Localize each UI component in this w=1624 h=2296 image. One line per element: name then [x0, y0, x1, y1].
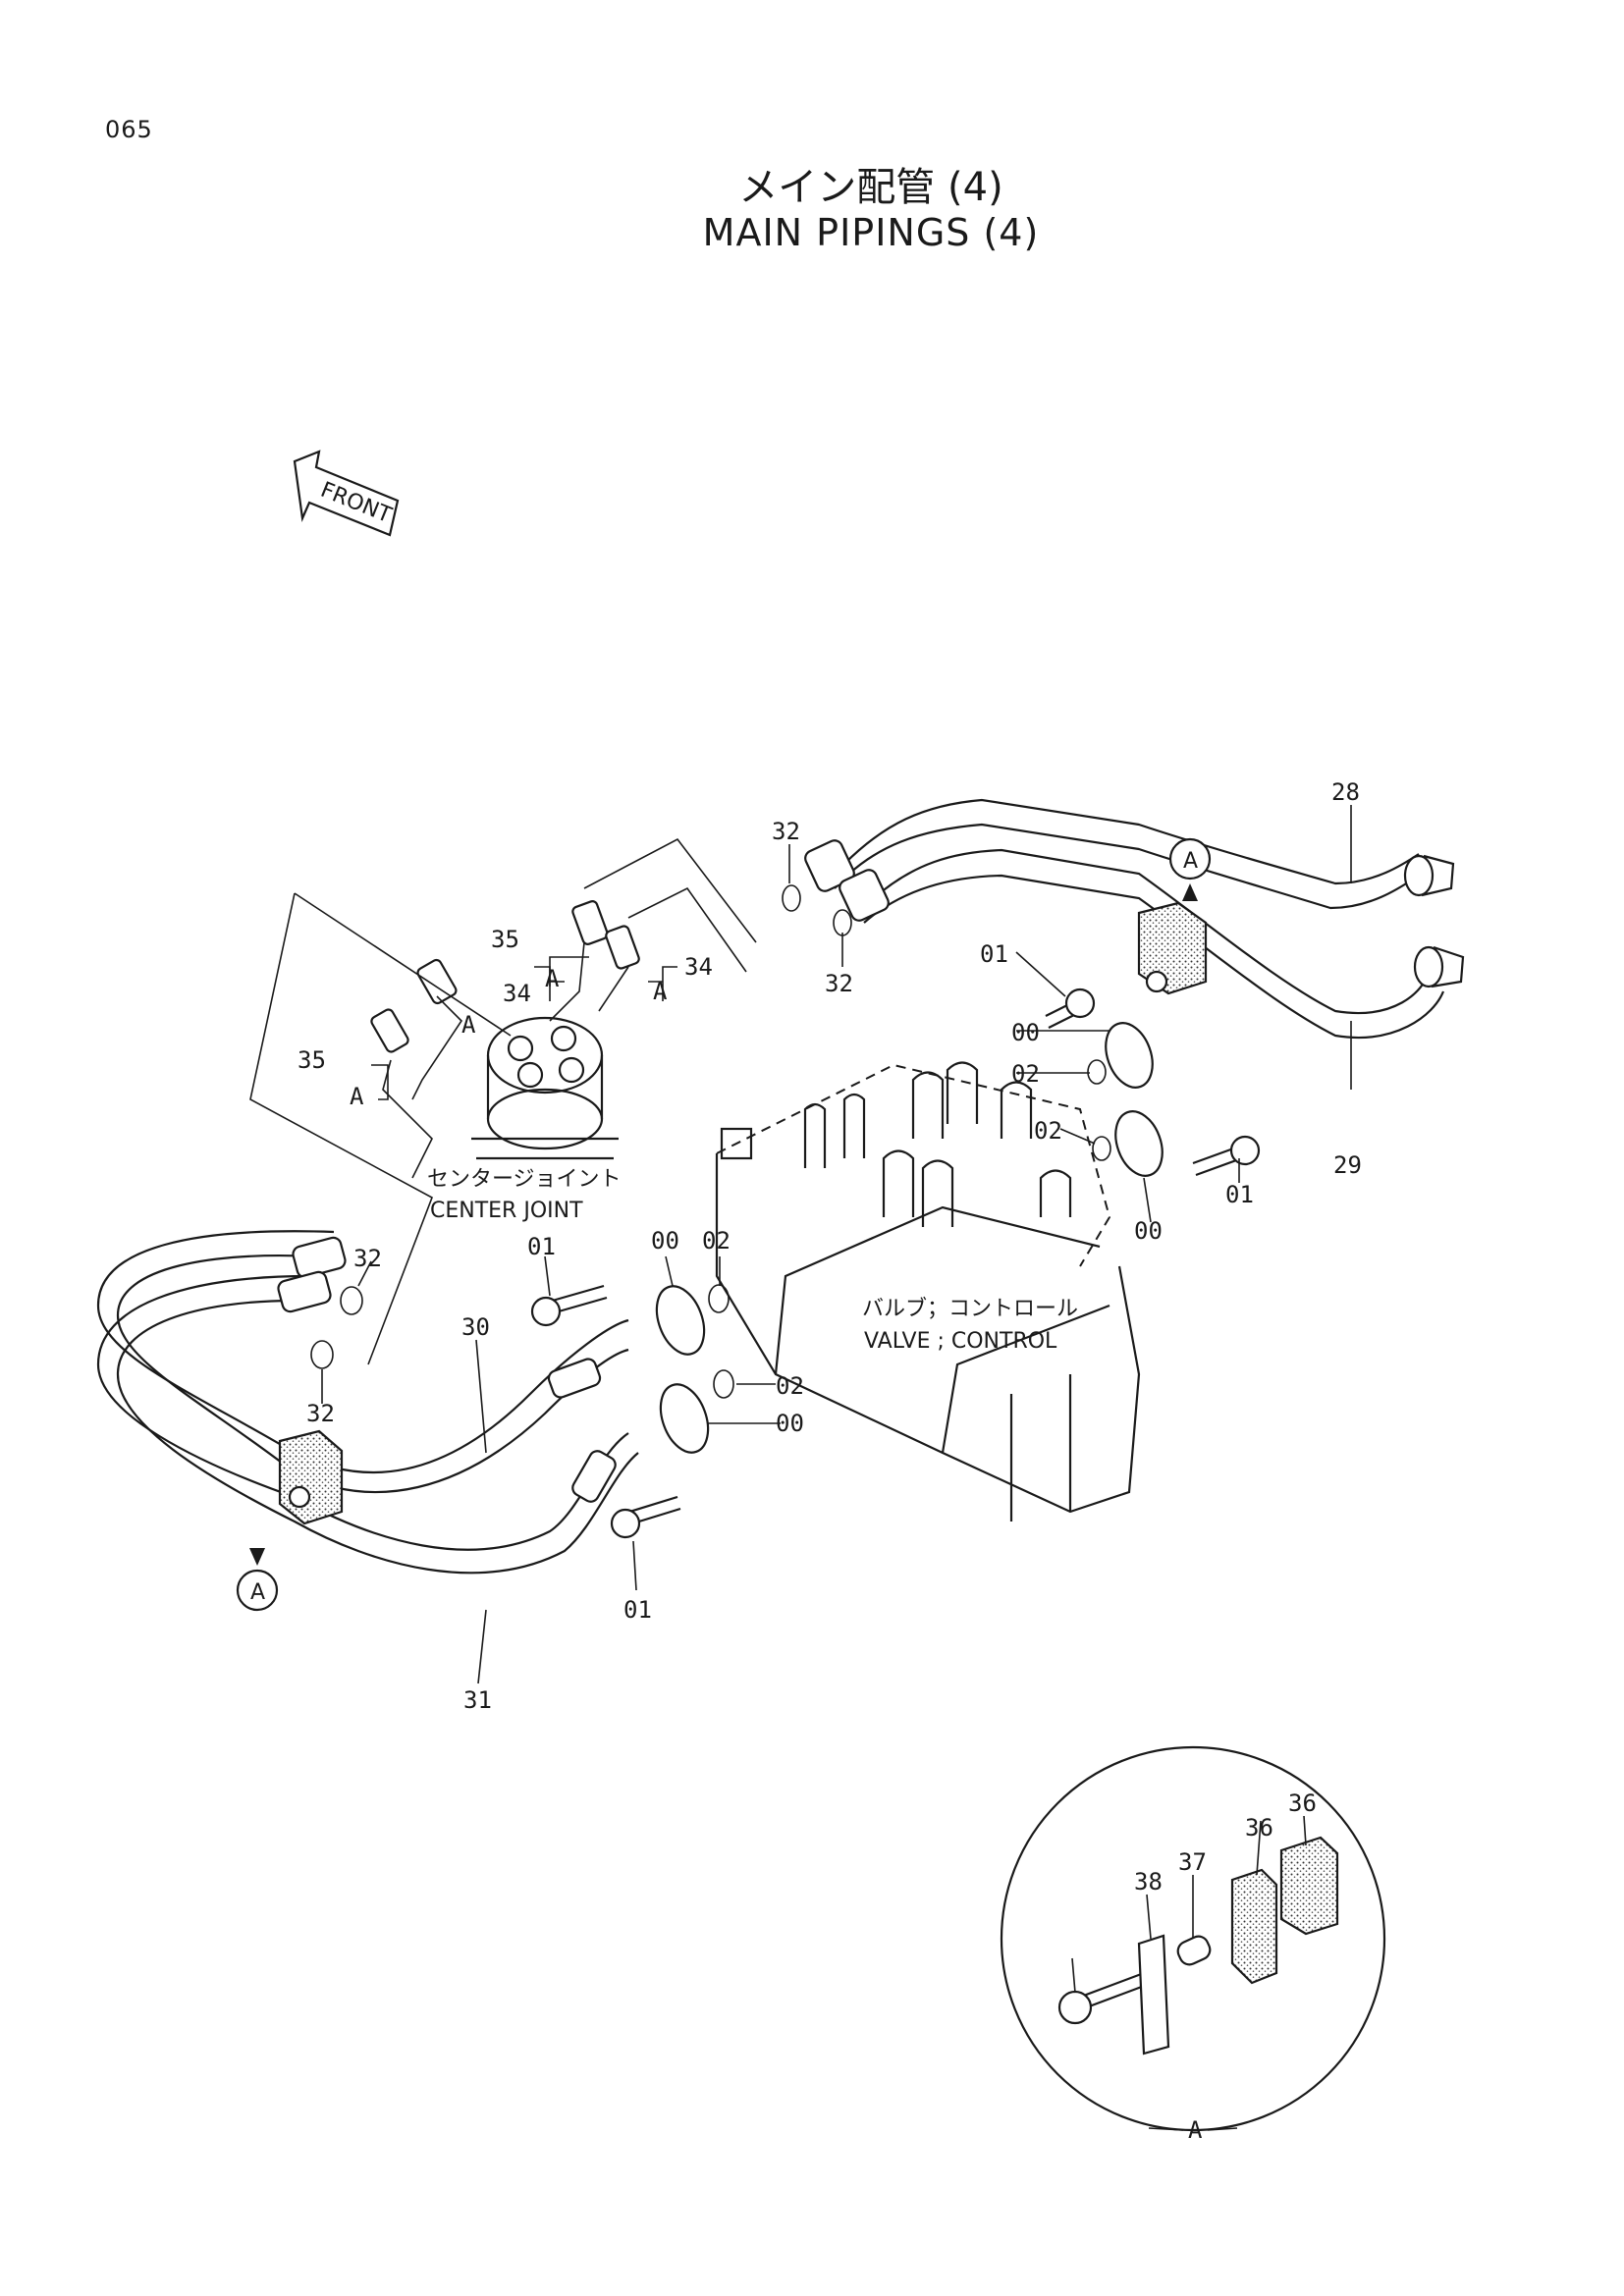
- center-joint-label-jp: センタージョイント: [427, 1167, 622, 1192]
- front-arrow-icon: FRONT: [293, 450, 400, 537]
- callout-28: 28: [1331, 778, 1360, 806]
- valve-label-jp: バルブ；コントロール: [862, 1297, 1078, 1321]
- callout-00: 00: [1011, 1019, 1040, 1046]
- callout-31: 31: [463, 1686, 492, 1714]
- callout-32: 32: [772, 818, 800, 845]
- svg-text:A: A: [250, 1580, 265, 1605]
- callout-36: 37: [1178, 1848, 1207, 1876]
- elbow-fittings: [249, 837, 757, 1365]
- page-title-japanese: メイン配管 (4): [738, 165, 1003, 210]
- callout-01: 01: [1225, 1181, 1254, 1208]
- callout-33: 34: [503, 980, 531, 1007]
- callout-35: 36: [1245, 1814, 1273, 1842]
- center-joint-label-en: CENTER JOINT: [430, 1199, 583, 1223]
- callout-02: 02: [702, 1227, 731, 1255]
- svg-text:A: A: [1183, 849, 1198, 874]
- callout-32: 32: [306, 1400, 335, 1427]
- callout-34: 35: [491, 926, 519, 953]
- center-joint: [471, 1016, 619, 1160]
- callout-02: 02: [776, 1372, 804, 1400]
- fitting-a-mark: A: [350, 1083, 364, 1110]
- callout-29: 29: [1333, 1151, 1362, 1179]
- lower-hose-assembly: [96, 1230, 639, 1575]
- callout-34: 35: [298, 1046, 326, 1074]
- marker-a-lower: A: [236, 1548, 279, 1612]
- callout-32: 32: [353, 1245, 382, 1272]
- detail-view-a: [1000, 1745, 1386, 2132]
- page-number: 065: [105, 116, 153, 143]
- fitting-a-mark: A: [653, 978, 668, 1005]
- callout-01: 01: [527, 1233, 556, 1260]
- callout-32: 32: [825, 970, 853, 997]
- marker-a-upper: A: [1168, 837, 1212, 901]
- page-title-english: MAIN PIPINGS (4): [702, 211, 1040, 254]
- callout-02: 02: [1034, 1117, 1062, 1145]
- callout-01: 01: [980, 940, 1008, 968]
- callout-00: 00: [1134, 1217, 1163, 1245]
- control-valve: [715, 1061, 1141, 1522]
- flanges-and-bolts: [530, 988, 1261, 1539]
- callout-00: 00: [651, 1227, 679, 1255]
- callout-02: 02: [1011, 1060, 1040, 1088]
- fitting-a-mark: A: [461, 1011, 476, 1039]
- callout-00: 00: [776, 1410, 804, 1437]
- detail-a-label: A: [1188, 2116, 1203, 2144]
- callout-01: 01: [623, 1596, 652, 1624]
- upper-hose-assembly: [804, 798, 1465, 1039]
- valve-label-en: VALVE ; CONTROL: [864, 1329, 1057, 1354]
- callout-37: 38: [1134, 1868, 1163, 1896]
- callout-33: 34: [684, 953, 713, 981]
- callout-leaders: [321, 805, 1352, 2131]
- callout-30: 30: [461, 1313, 490, 1341]
- fitting-a-mark: A: [545, 965, 560, 992]
- callout-35: 36: [1288, 1789, 1317, 1817]
